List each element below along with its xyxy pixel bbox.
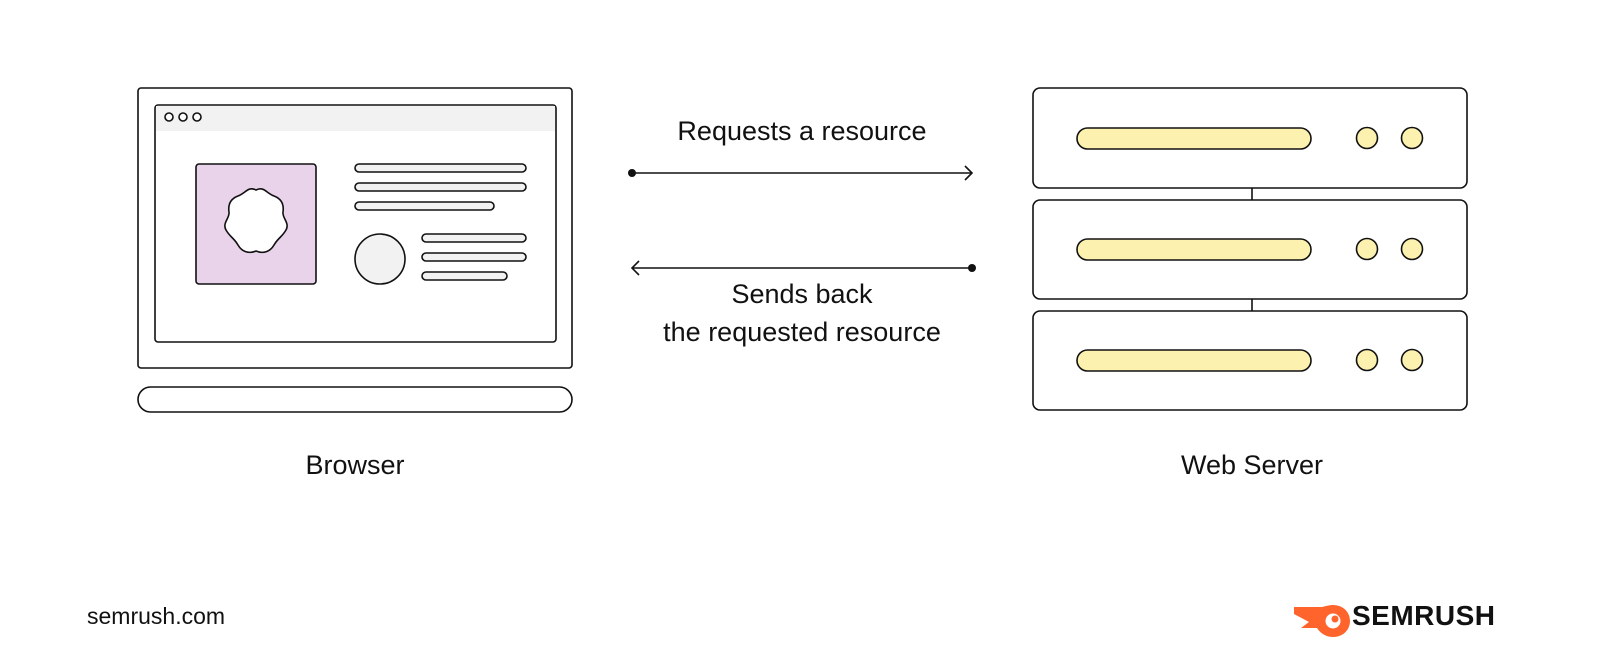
- window-dot-icon: [178, 112, 188, 122]
- response-label-line: Sends back: [731, 279, 873, 309]
- response-label: Sends back the requested resource: [663, 275, 941, 351]
- server-light-icon: [1400, 237, 1424, 261]
- server-light-icon: [1355, 348, 1379, 372]
- browser-illustration: [137, 87, 573, 413]
- brand-wordmark: SEMRUSH: [1352, 600, 1496, 631]
- browser-titlebar: [156, 106, 555, 131]
- server-unit: [1032, 310, 1468, 411]
- laptop-base: [137, 386, 573, 413]
- badge-icon: [224, 188, 288, 254]
- server-unit: [1032, 199, 1468, 300]
- text-line: [354, 201, 495, 211]
- avatar-placeholder: [354, 233, 406, 285]
- server-slot: [1076, 349, 1312, 372]
- server-slot: [1076, 238, 1312, 261]
- response-arrow: [630, 260, 976, 276]
- arrow-head-right-icon: [964, 165, 974, 181]
- server-light-icon: [1355, 237, 1379, 261]
- browser-label: Browser: [305, 450, 405, 480]
- arrow-start-dot: [968, 264, 976, 272]
- server-slot: [1076, 127, 1312, 150]
- server-illustration: [1032, 87, 1468, 411]
- window-dot-icon: [192, 112, 202, 122]
- request-label: Requests a resource: [677, 116, 927, 146]
- semrush-logo-icon: [1294, 605, 1350, 637]
- server-light-icon: [1355, 126, 1379, 150]
- text-line: [421, 271, 508, 281]
- footer-site-url: semrush.com: [87, 603, 226, 629]
- window-dot-icon: [164, 112, 174, 122]
- web-server-label: Web Server: [1180, 450, 1324, 480]
- text-line: [421, 252, 527, 262]
- server-light-icon: [1400, 126, 1424, 150]
- text-line: [354, 163, 527, 173]
- response-label-line: the requested resource: [663, 317, 941, 347]
- server-unit: [1032, 87, 1468, 189]
- server-light-icon: [1400, 348, 1424, 372]
- text-line: [354, 182, 527, 192]
- arrow-head-left-icon: [630, 260, 640, 276]
- arrow-start-dot: [628, 169, 636, 177]
- text-line: [421, 233, 527, 243]
- request-arrow: [628, 165, 974, 181]
